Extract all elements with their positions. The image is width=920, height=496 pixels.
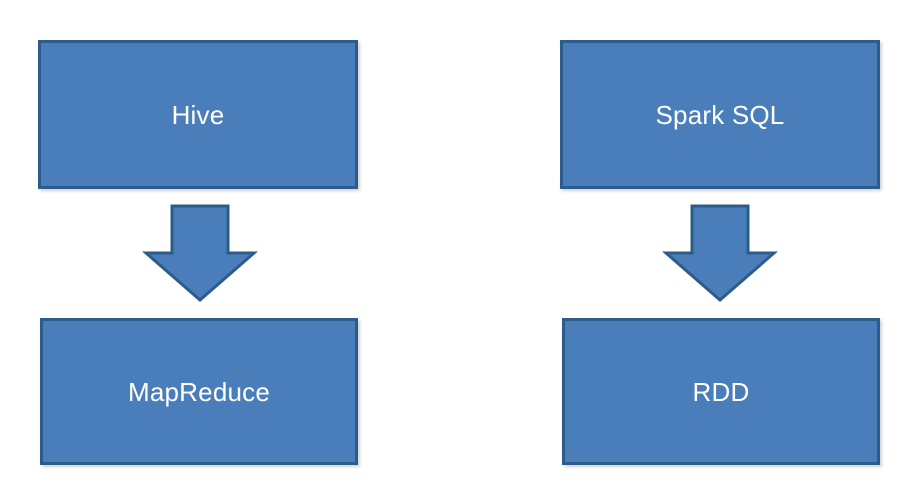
down-arrow-polygon xyxy=(661,204,779,302)
down-arrow-icon-hive-to-mapreduce xyxy=(141,204,259,302)
node-label-spark-sql: Spark SQL xyxy=(655,99,785,130)
down-arrow-icon-sparksql-to-rdd xyxy=(661,204,779,302)
node-box-hive[interactable]: Hive xyxy=(38,40,358,189)
node-label-rdd: RDD xyxy=(692,376,750,407)
node-box-spark-sql[interactable]: Spark SQL xyxy=(560,40,880,189)
node-box-mapreduce[interactable]: MapReduce xyxy=(40,318,358,465)
node-box-rdd[interactable]: RDD xyxy=(562,318,880,465)
down-arrow-polygon xyxy=(141,204,259,302)
down-arrow-glyph xyxy=(661,204,779,302)
node-label-hive: Hive xyxy=(171,99,225,130)
node-label-mapreduce: MapReduce xyxy=(128,376,270,407)
down-arrow-glyph xyxy=(141,204,259,302)
